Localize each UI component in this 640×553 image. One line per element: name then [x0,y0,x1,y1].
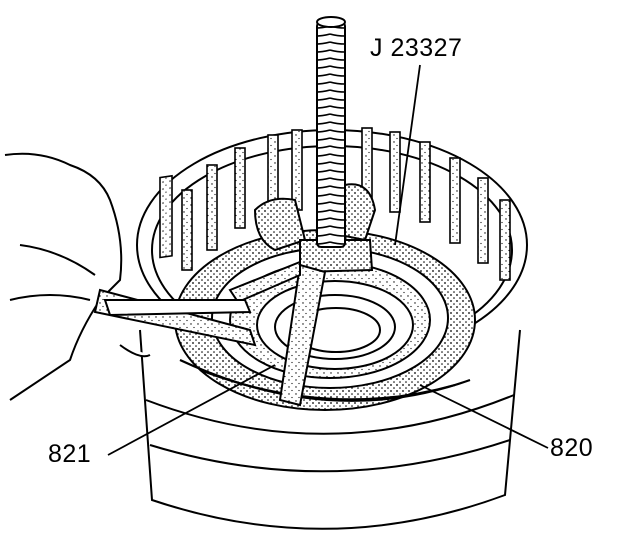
leader-tool [394,64,421,246]
callout-821: 821 [48,440,92,468]
housing-splines [159,127,511,281]
threaded-rod [316,16,346,248]
compressor-tool [228,183,377,407]
leader-820 [419,384,549,449]
callout-820: 820 [550,434,594,462]
hand-with-pliers [4,152,257,401]
leader-821 [107,364,276,456]
callout-tool-j23327: J 23327 [370,34,463,62]
leader-lines [107,64,549,456]
